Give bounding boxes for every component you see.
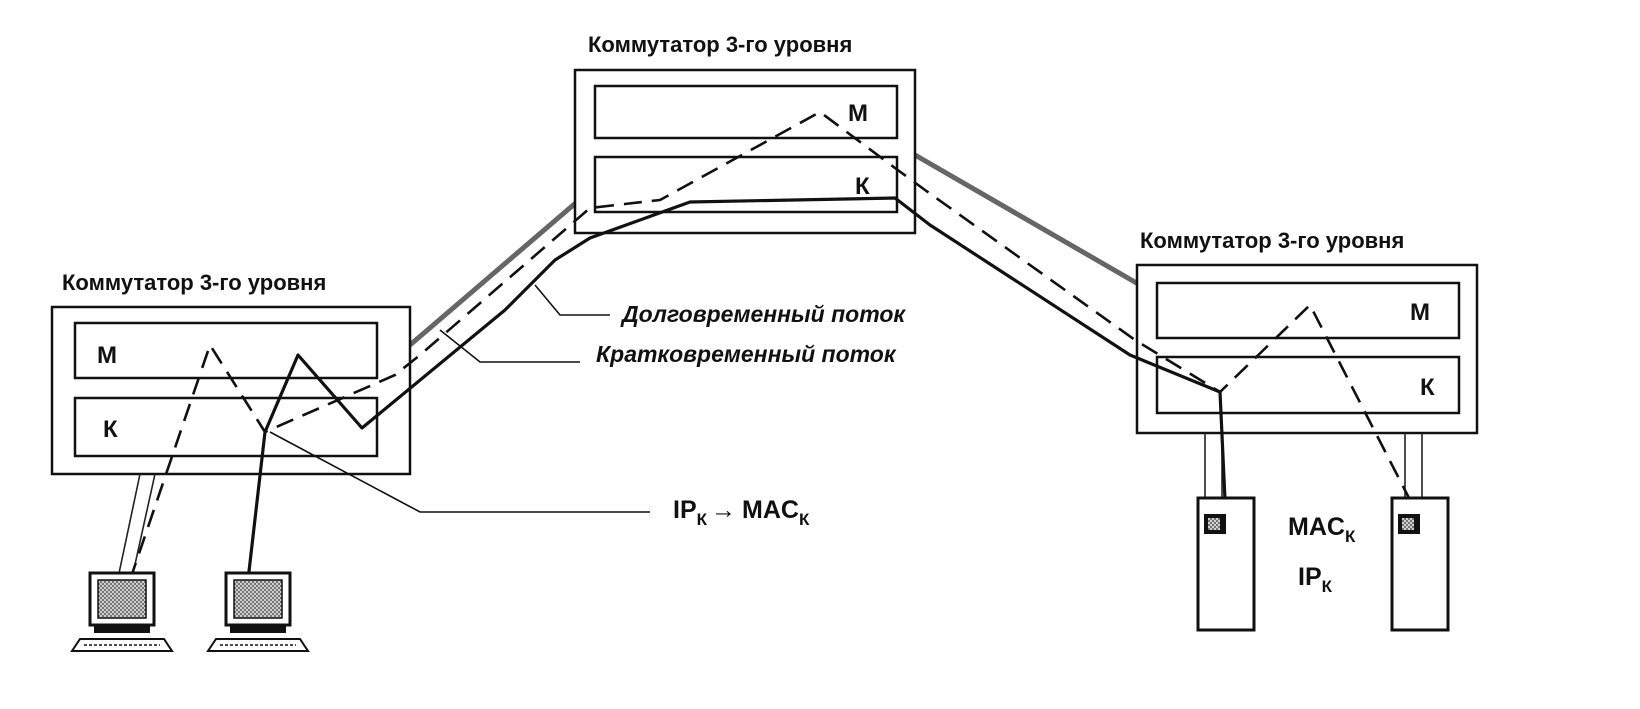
long-term-flow-label: Долговременный поток: [620, 301, 906, 327]
leader-long-term: [534, 284, 610, 316]
mac-layer-block: [1155, 281, 1461, 340]
mac-layer-block: [73, 321, 379, 380]
workstation-icon: [70, 571, 174, 652]
server-icon: [1390, 496, 1450, 632]
ip-to-mac-mapping: IPК→MACК: [673, 496, 810, 529]
switch-layer-block: [593, 155, 899, 214]
switch-layer-label: К: [103, 416, 118, 443]
server-mac-sub: К: [1345, 527, 1356, 546]
switch-center: Коммутатор 3-го уровня М К: [573, 32, 917, 235]
mapping-arrow: →: [711, 496, 736, 524]
mac-layer-label: М: [97, 342, 117, 369]
switch-layer-label: К: [1420, 374, 1435, 401]
mapping-mac: MAC: [742, 496, 799, 524]
mapping-ip: IP: [673, 496, 697, 524]
switch-title: Коммутатор 3-го уровня: [588, 32, 852, 57]
mapping-mac-sub: К: [799, 510, 810, 529]
switch-right: Коммутатор 3-го уровня М К: [1135, 228, 1479, 435]
short-term-flow-label: Кратковременный поток: [596, 341, 897, 367]
mac-layer-label: М: [848, 100, 868, 127]
long-term-flow-path: [246, 196, 1227, 581]
server-ip-sub: К: [1322, 577, 1333, 596]
switch-left: Коммутатор 3-го уровня М К: [50, 270, 412, 476]
server-mac: MAC: [1288, 513, 1345, 541]
mapping-ip-sub: К: [697, 510, 708, 529]
trunk-link-left-center: [408, 193, 587, 347]
workstation-icon: [206, 571, 310, 652]
switch-layer-block: [73, 396, 379, 458]
switch-layer-label: К: [855, 173, 870, 200]
switch-title: Коммутатор 3-го уровня: [1140, 228, 1404, 253]
svg-text:MACК: MACК: [1288, 513, 1356, 546]
server-addresses: MACК IPК: [1288, 513, 1356, 596]
trunk-links: [408, 152, 1142, 347]
mac-layer-label: М: [1410, 299, 1430, 326]
switch-layer-block: [1155, 355, 1461, 415]
leader-short-term: [439, 329, 580, 363]
trunk-link-center-right: [913, 152, 1142, 288]
svg-text:IPК: IPК: [1298, 563, 1333, 596]
switch-title: Коммутатор 3-го уровня: [62, 270, 326, 295]
mac-layer-block: [593, 84, 899, 140]
server-icon: [1196, 496, 1256, 632]
svg-text:IPК→MACК: IPК→MACК: [673, 496, 810, 529]
leader-lines: [269, 284, 650, 513]
leader-mapping: [269, 431, 650, 513]
short-term-flow-path: [128, 110, 1412, 581]
server-ip: IP: [1298, 563, 1322, 591]
